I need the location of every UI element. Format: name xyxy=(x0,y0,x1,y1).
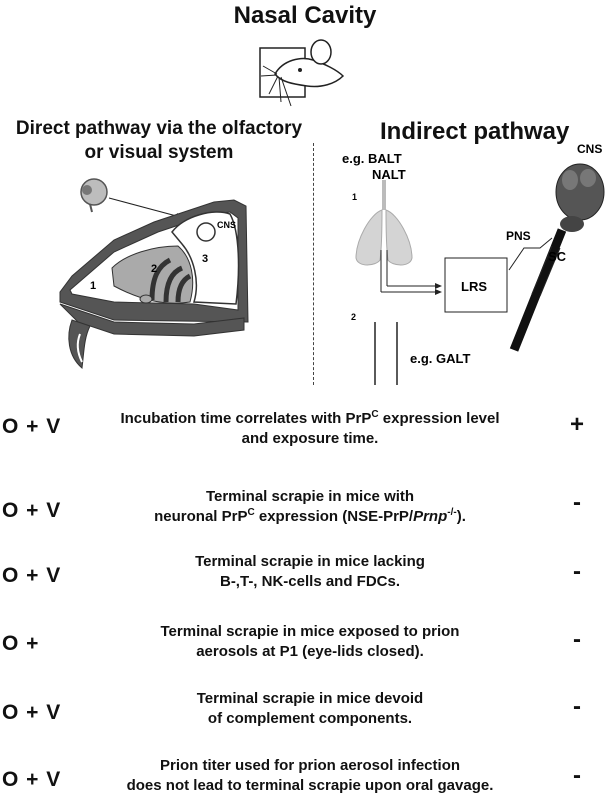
route-code: O + V xyxy=(2,415,62,438)
lrs-box xyxy=(444,257,508,313)
galt-label: e.g. GALT xyxy=(410,351,470,366)
cns-label-indirect: CNS xyxy=(577,142,602,156)
row-result: - xyxy=(573,693,581,720)
page-title: Nasal Cavity xyxy=(233,2,377,29)
mouse-head-icon xyxy=(259,39,345,107)
pathway-divider xyxy=(313,143,314,385)
sc-label: SC xyxy=(548,249,567,264)
lrs-label: LRS xyxy=(461,279,487,294)
pns-label: PNS xyxy=(506,229,531,243)
cns-label: CNS xyxy=(217,220,236,230)
row-text: Incubation time correlates with PrPC exp… xyxy=(120,409,500,448)
route-1-label: 1 xyxy=(352,192,357,202)
label-1: 1 xyxy=(90,280,96,292)
indirect-pathway-diagram: e.g. BALT NALT 1 2 e.g. GALT LRS PNS SC … xyxy=(342,142,605,385)
route-code: O + V xyxy=(2,499,62,522)
label-3: 3 xyxy=(202,253,208,265)
brain-icon xyxy=(555,163,605,232)
row-result: - xyxy=(573,762,581,789)
route-code: O + V xyxy=(2,701,62,724)
label-2: 2 xyxy=(151,263,157,275)
row-result: - xyxy=(573,489,581,516)
route-code: O + V xyxy=(2,564,62,587)
result-row-4: O + Terminal scrapie in mice exposed to … xyxy=(0,622,610,672)
row-result: + xyxy=(569,411,584,438)
route-code: O + V xyxy=(2,768,62,791)
balt-label: e.g. BALT xyxy=(342,151,402,166)
result-row-1: O + V Incubation time correlates with Pr… xyxy=(0,409,610,459)
nalt-label: NALT xyxy=(372,167,406,182)
indirect-pathway-header: Indirect pathway xyxy=(380,118,570,145)
result-row-6: O + V Prion titer used for prion aerosol… xyxy=(0,756,610,806)
sagittal-head-diagram: CNS 1 2 3 xyxy=(59,178,249,369)
route-code: O + xyxy=(2,632,40,655)
direct-pathway-header: Direct pathway via the olfactory or visu… xyxy=(15,118,303,163)
row-text: Prion titer used for prion aerosol infec… xyxy=(126,757,494,794)
lungs-icon xyxy=(355,180,413,266)
row-text: Terminal scrapie in mice exposed to prio… xyxy=(160,623,460,660)
row-result: - xyxy=(573,558,581,585)
row-result: - xyxy=(573,626,581,653)
route-2-label: 2 xyxy=(351,312,356,322)
